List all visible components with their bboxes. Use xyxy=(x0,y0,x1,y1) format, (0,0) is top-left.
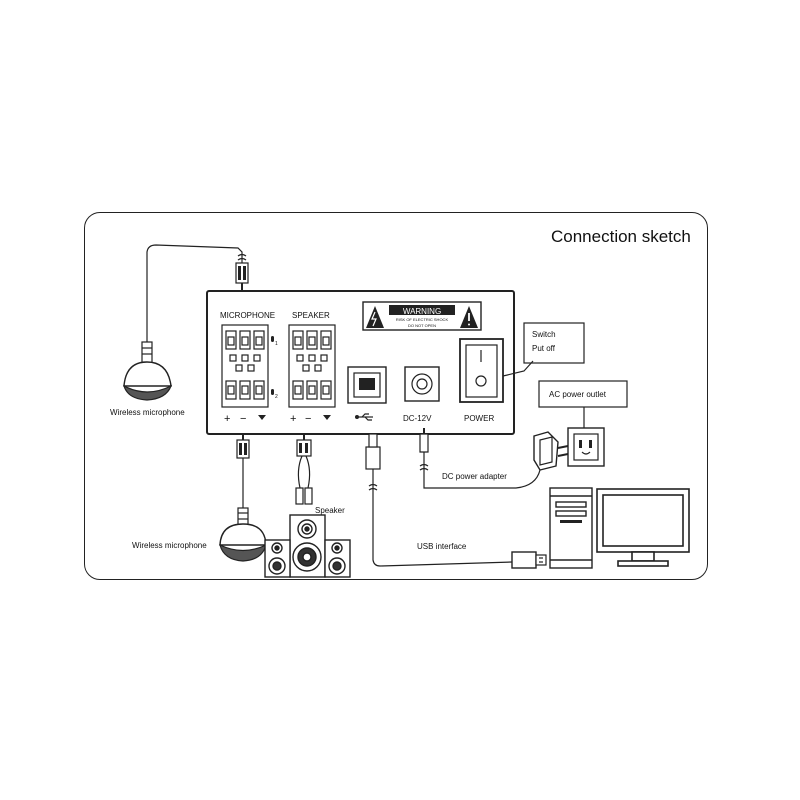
mic-channel-2-icon xyxy=(271,389,274,395)
warning-title: WARNING xyxy=(403,307,441,316)
top-mic-cable xyxy=(146,244,243,342)
usb-interface-label: USB interface xyxy=(417,542,467,551)
dc-adapter-label: DC power adapter xyxy=(442,472,507,481)
warning-label xyxy=(362,301,482,331)
shock-warning-icon xyxy=(366,306,384,328)
ac-outlet-label: AC power outlet xyxy=(549,390,607,399)
mic-polarity-arrow-icon xyxy=(258,415,266,420)
microphone-terminal-block xyxy=(221,324,269,408)
usb-cable xyxy=(365,433,513,567)
dc-power-adapter xyxy=(533,431,569,471)
speaker-label: SPEAKER xyxy=(292,311,330,320)
ac-power-outlet xyxy=(567,427,605,467)
dc-jack xyxy=(404,366,440,402)
switch-label: Switch xyxy=(532,330,556,339)
bottom-mic-connector xyxy=(236,434,250,459)
mic-plus-label: + xyxy=(224,413,230,425)
speaker-plus-label: + xyxy=(290,413,296,425)
wireless-microphone-bottom xyxy=(219,507,267,562)
dc-12v-label: DC-12V xyxy=(403,414,432,423)
wireless-mic-top-label: Wireless microphone xyxy=(110,408,185,417)
mic-channel-2-label: 2 xyxy=(275,394,278,400)
speaker-cable xyxy=(295,434,313,505)
computer-monitor xyxy=(596,488,690,567)
speaker-minus-label: − xyxy=(305,413,311,425)
speaker-terminal-block xyxy=(288,324,336,408)
speaker-polarity-arrow-icon xyxy=(323,415,331,420)
warning-line-1: RISK OF ELECTRIC SHOCK xyxy=(396,317,449,322)
speaker-system xyxy=(264,514,351,578)
power-switch xyxy=(459,338,504,403)
diagram-frame xyxy=(84,212,708,580)
power-label: POWER xyxy=(464,414,494,423)
usb-symbol-icon xyxy=(355,413,373,421)
warning-line-2: DO NOT OPEN xyxy=(408,323,436,328)
dc-plug xyxy=(419,433,429,453)
mic-channel-1-label: 1 xyxy=(275,341,278,347)
speaker-callout-label: Speaker xyxy=(315,506,345,515)
usb-port xyxy=(347,366,387,404)
diagram-title: Connection sketch xyxy=(551,227,691,246)
ac-outlet-callout-box xyxy=(538,380,628,408)
put-off-label: Put off xyxy=(532,344,556,353)
switch-callout-box xyxy=(523,322,585,364)
wireless-mic-bottom-label: Wireless microphone xyxy=(132,541,207,550)
mic-minus-label: − xyxy=(240,413,246,425)
dc-cable xyxy=(423,452,541,489)
mic-channel-1-icon xyxy=(271,336,274,342)
computer-tower xyxy=(549,487,593,569)
top-mic-connector xyxy=(235,253,249,291)
usb-plug xyxy=(511,551,547,569)
control-panel xyxy=(206,290,515,435)
microphone-label: MICROPHONE xyxy=(220,311,275,320)
wireless-microphone-top xyxy=(123,341,173,401)
